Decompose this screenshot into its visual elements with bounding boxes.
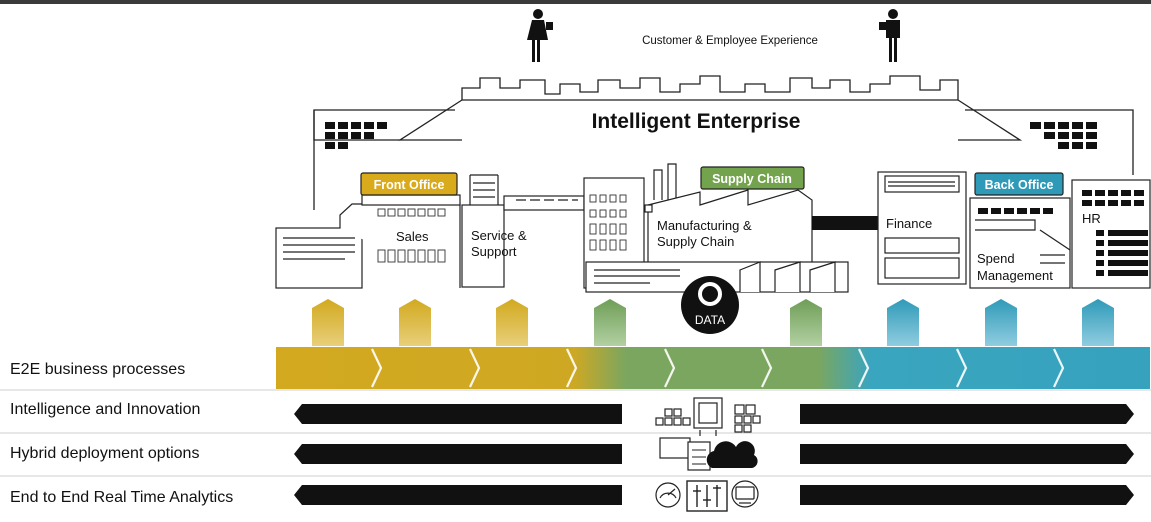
finance-label: Finance <box>886 216 932 231</box>
manufacturing-label-line1: Manufacturing & <box>657 218 752 233</box>
man-with-tablet-icon <box>879 9 900 62</box>
monitor-icon <box>655 397 761 436</box>
front-office-label: Front Office <box>374 178 445 192</box>
supply-chain-badge <box>700 166 805 190</box>
hr-label: HR <box>1082 211 1101 226</box>
front-office-buildings <box>275 174 585 289</box>
up-arrow <box>887 299 919 346</box>
sales-label: Sales <box>396 229 429 244</box>
spend-label-line2: Management <box>977 268 1053 283</box>
bar-right-analytics <box>800 485 1134 505</box>
bar-left-intelligence <box>294 404 622 424</box>
woman-with-tablet-icon <box>527 9 553 62</box>
supply-chain-factory <box>583 163 878 293</box>
bar-left-hybrid <box>294 444 622 464</box>
data-label: DATA <box>695 313 725 327</box>
top-strip <box>0 0 1151 4</box>
bar-right-hybrid <box>800 444 1134 464</box>
bar-left-analytics <box>294 485 622 505</box>
screen-icon <box>731 480 759 508</box>
up-arrow <box>312 299 344 346</box>
manufacturing-label-line2: Supply Chain <box>657 234 734 249</box>
row-label-analytics: End to End Real Time Analytics <box>10 489 233 506</box>
up-arrow <box>790 299 822 346</box>
cloud-icon <box>659 437 758 471</box>
supply-chain-label: Supply Chain <box>712 172 792 186</box>
up-arrows <box>312 299 1114 346</box>
back-office-badge <box>974 172 1064 196</box>
capability-bars <box>294 404 1134 505</box>
right-office-building <box>965 109 1134 175</box>
row-labels: E2E business processes Intelligence and … <box>10 361 233 506</box>
row-label-e2e: E2E business processes <box>10 361 185 378</box>
up-arrow <box>985 299 1017 346</box>
service-support-label-line2: Support <box>471 244 517 259</box>
spend-label-line1: Spend <box>977 251 1015 266</box>
row-label-intelligence: Intelligence and Innovation <box>10 401 200 418</box>
up-arrow <box>594 299 626 346</box>
top-caption: Customer & Employee Experience <box>642 35 818 47</box>
up-arrow <box>1082 299 1114 346</box>
up-arrow <box>496 299 528 346</box>
gauge-icon <box>655 482 681 508</box>
back-office-buildings <box>877 171 1151 289</box>
front-office-badge <box>360 172 458 196</box>
e2e-process-band <box>276 347 1150 389</box>
service-support-label-line1: Service & <box>471 228 527 243</box>
up-arrow <box>399 299 431 346</box>
bar-right-intelligence <box>800 404 1134 424</box>
data-icon <box>681 276 739 334</box>
row-dividers <box>0 389 1151 477</box>
back-office-label: Back Office <box>985 178 1054 192</box>
row-label-hybrid: Hybrid deployment options <box>10 445 199 462</box>
sliders-icon <box>686 480 728 512</box>
page-title: Intelligent Enterprise <box>592 110 801 133</box>
left-office-building <box>313 109 455 210</box>
